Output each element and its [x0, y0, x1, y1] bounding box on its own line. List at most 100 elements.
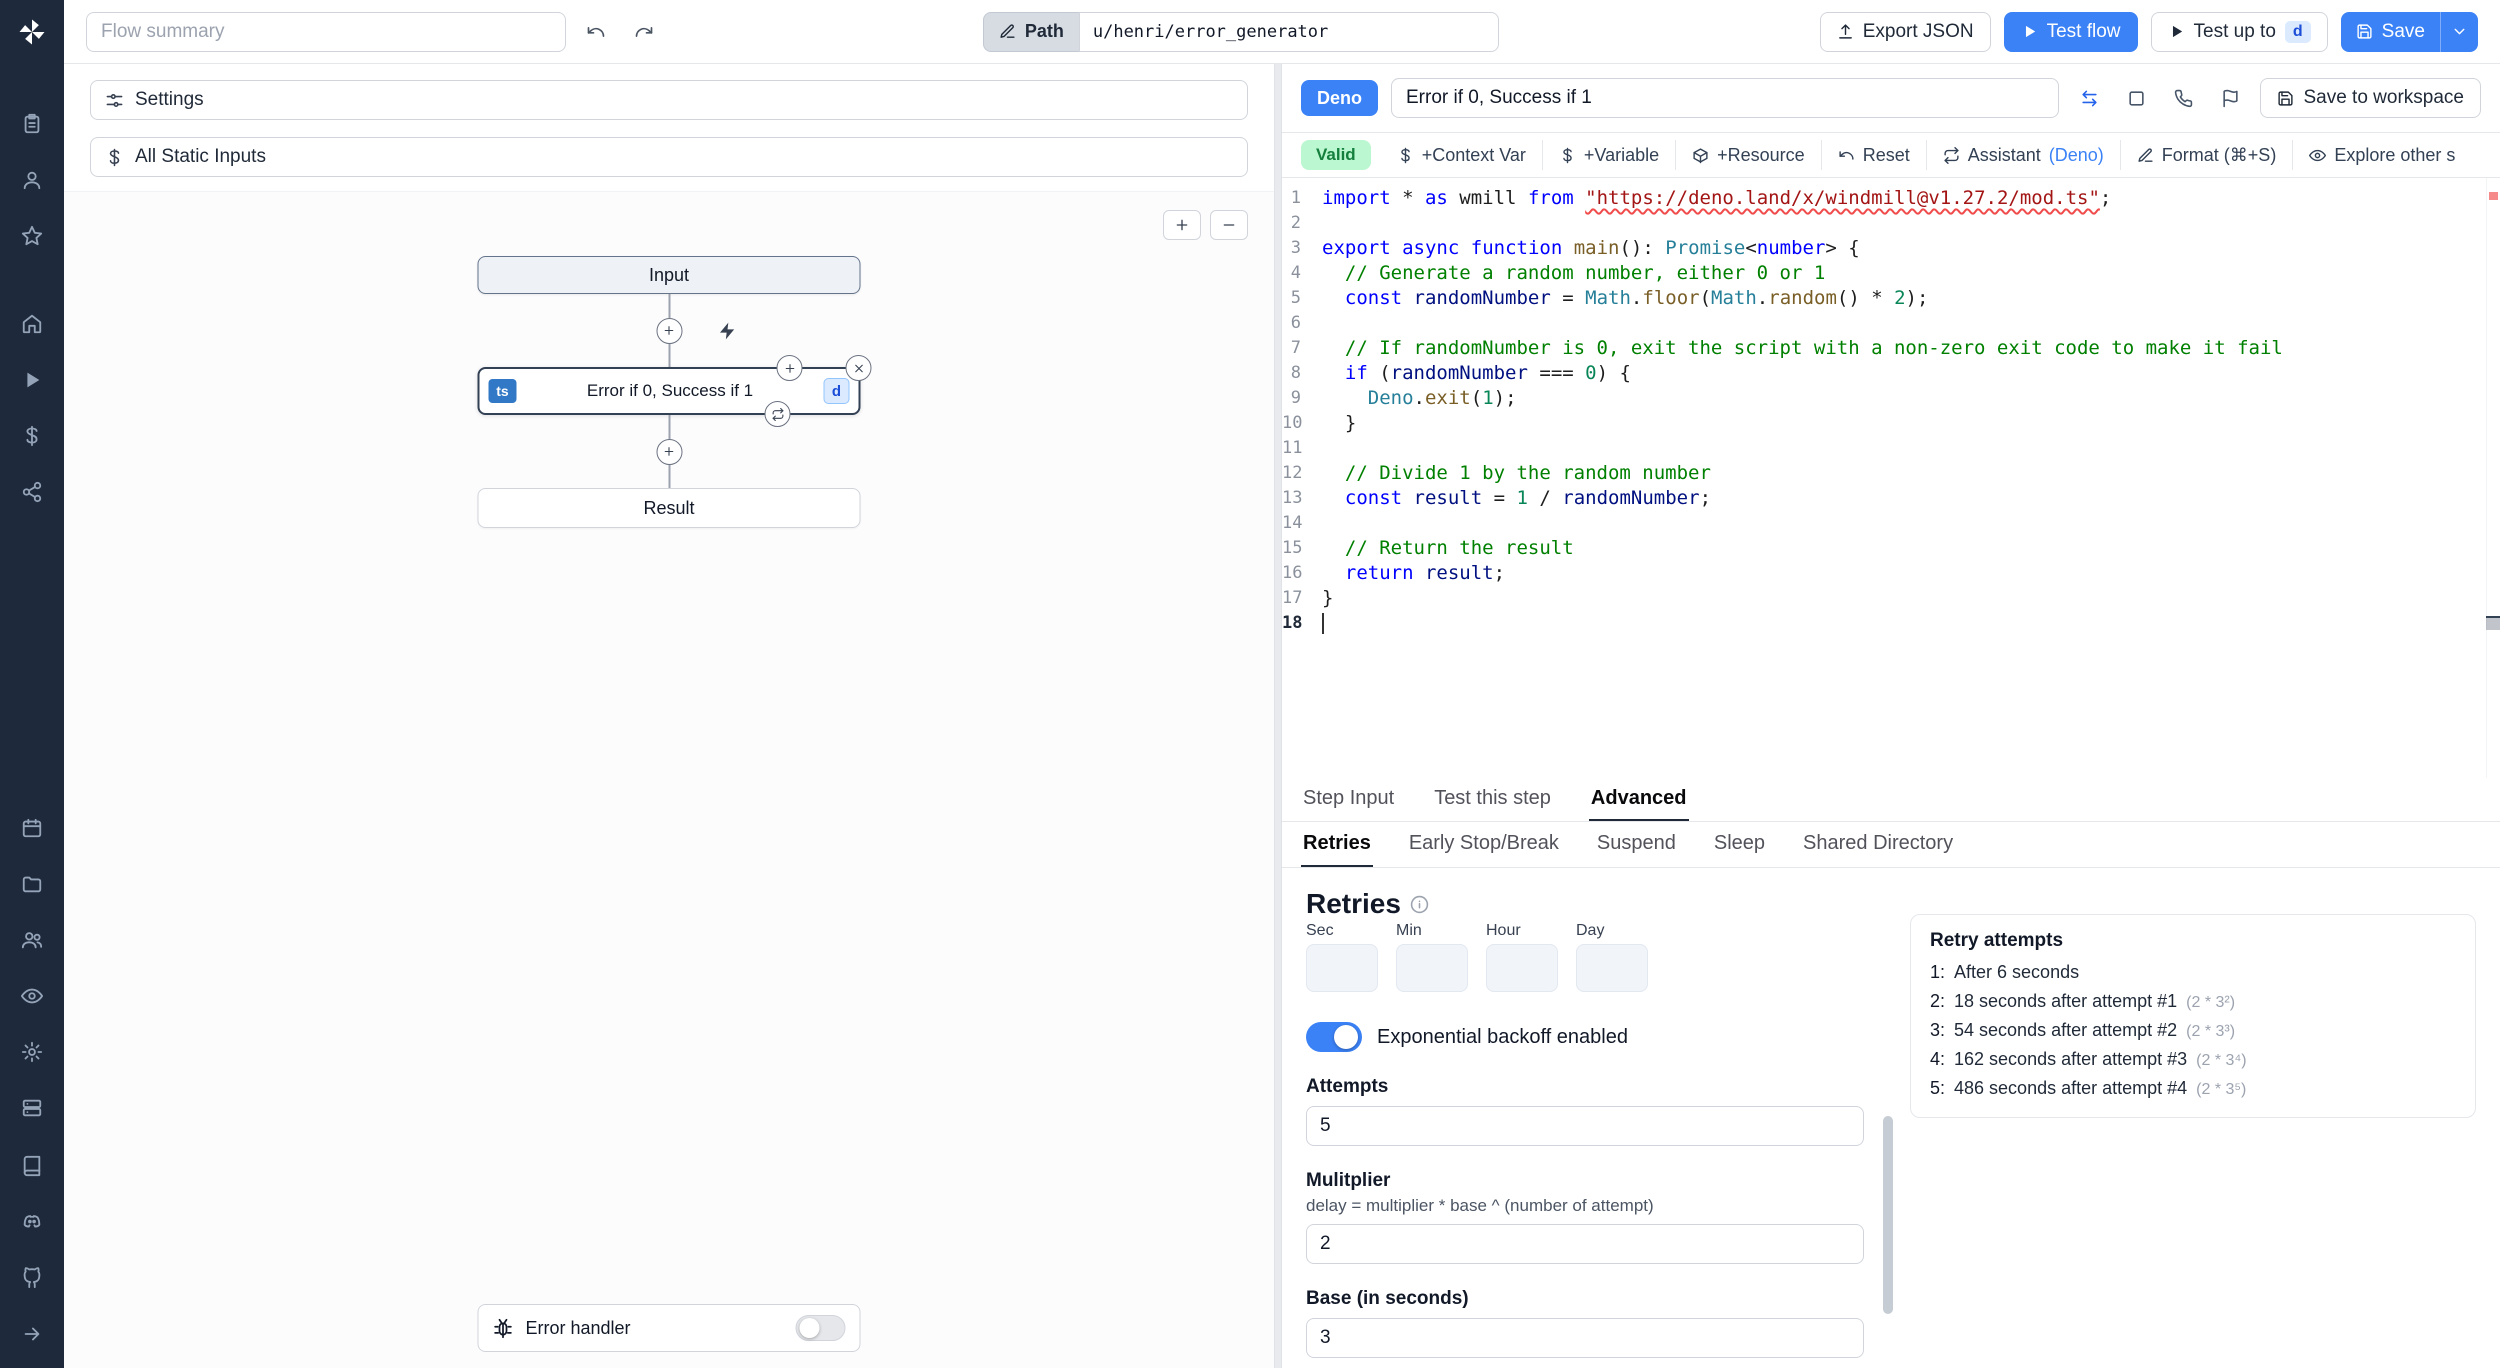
- cron-input-day[interactable]: [1576, 944, 1648, 992]
- delete-step-button[interactable]: [845, 355, 872, 381]
- subtab-early-stop-break[interactable]: Early Stop/Break: [1407, 822, 1561, 867]
- retries-scrollbar[interactable]: [1883, 1116, 1893, 1314]
- trigger-zap-button[interactable]: [715, 319, 739, 343]
- code-line-16[interactable]: 16 return result;: [1282, 561, 2500, 586]
- error-handler-box[interactable]: Error handler: [477, 1304, 861, 1352]
- flow-summary-input[interactable]: [86, 11, 566, 52]
- cron-input-hour[interactable]: [1486, 944, 1558, 992]
- toolbar-assistant[interactable]: Assistant (Deno): [1925, 140, 2120, 170]
- sidebar-item-users[interactable]: [12, 922, 52, 958]
- zoom-out-button[interactable]: [1210, 210, 1248, 240]
- code-line-14[interactable]: 14: [1282, 511, 2500, 536]
- subtab-suspend[interactable]: Suspend: [1595, 822, 1678, 867]
- save-to-workspace-button[interactable]: Save to workspace: [2260, 78, 2481, 118]
- export-json-button[interactable]: Export JSON: [1819, 11, 1991, 52]
- sidebar-item-workers[interactable]: [12, 1090, 52, 1126]
- path-input[interactable]: [1078, 11, 1499, 52]
- toolbar-resource[interactable]: +Resource: [1675, 140, 1821, 170]
- code-line-2[interactable]: 2: [1282, 211, 2500, 236]
- expand-sidebar-button[interactable]: [12, 1316, 52, 1352]
- sidebar-item-play[interactable]: [12, 362, 52, 398]
- topbar-actions: Export JSON Test flow Test up to d Save: [1819, 11, 2478, 52]
- subtab-retries[interactable]: Retries: [1301, 822, 1373, 867]
- sidebar-item-gear[interactable]: [12, 1034, 52, 1070]
- insert-step-button[interactable]: [656, 438, 682, 465]
- toolbar-reset[interactable]: Reset: [1820, 140, 1926, 170]
- code-line-8[interactable]: 8 if (randomNumber === 0) {: [1282, 361, 2500, 386]
- code-line-17[interactable]: 17}: [1282, 586, 2500, 611]
- cron-input-min[interactable]: [1396, 944, 1468, 992]
- insert-step-button[interactable]: [656, 317, 682, 344]
- code-line-13[interactable]: 13 const result = 1 / randomNumber;: [1282, 486, 2500, 511]
- sidebar-group-4: [0, 1148, 64, 1296]
- test-up-to-button[interactable]: Test up to d: [2150, 11, 2328, 52]
- exponential-backoff-toggle[interactable]: [1306, 1022, 1362, 1052]
- tab-test-this-step[interactable]: Test this step: [1432, 778, 1553, 821]
- sidebar-item-discord[interactable]: [12, 1204, 52, 1240]
- sidebar-item-calendar[interactable]: [12, 810, 52, 846]
- sidebar-item-flows[interactable]: [12, 474, 52, 510]
- all-static-inputs-box[interactable]: All Static Inputs: [90, 137, 1248, 177]
- sidebar-item-dollar[interactable]: [12, 418, 52, 454]
- sidebar-item-github[interactable]: [12, 1260, 52, 1296]
- toolbar-explore-other-s[interactable]: Explore other s: [2292, 140, 2471, 170]
- code-line-5[interactable]: 5 const randomNumber = Math.floor(Math.r…: [1282, 286, 2500, 311]
- settings-box[interactable]: Settings: [90, 80, 1248, 120]
- swap-arrows-button[interactable]: [2072, 81, 2106, 115]
- subtab-shared-directory[interactable]: Shared Directory: [1801, 822, 1955, 867]
- tab-advanced[interactable]: Advanced: [1588, 778, 1689, 821]
- sidebar-item-clipboard-list[interactable]: [12, 106, 52, 142]
- fullscreen-button[interactable]: [2119, 81, 2153, 115]
- flow-canvas[interactable]: Input ts Error if 0, Success if 1 d: [64, 191, 1274, 1368]
- code-line-7[interactable]: 7 // If randomNumber is 0, exit the scri…: [1282, 336, 2500, 361]
- bottom-tabs: Step Input Test this step Advanced: [1282, 778, 2500, 822]
- code-line-11[interactable]: 11: [1282, 436, 2500, 461]
- path-chip[interactable]: Path: [982, 11, 1079, 52]
- sidebar-item-eye[interactable]: [12, 978, 52, 1014]
- undo-button[interactable]: [578, 14, 614, 50]
- topbar: Path Export JSON Test flow Test up to d: [64, 0, 2500, 64]
- sidebar-item-book[interactable]: [12, 1148, 52, 1184]
- step-name-input[interactable]: [1391, 78, 2060, 118]
- base-input[interactable]: [1306, 1318, 1864, 1358]
- error-handler-toggle[interactable]: [795, 1315, 846, 1341]
- toolbar-variable[interactable]: +Variable: [1541, 140, 1675, 170]
- sidebar-item-folder[interactable]: [12, 866, 52, 902]
- code-line-9[interactable]: 9 Deno.exit(1);: [1282, 386, 2500, 411]
- overview-ruler[interactable]: [2486, 178, 2500, 778]
- webhook-button[interactable]: [2166, 81, 2200, 115]
- toolbar-format-s[interactable]: Format (⌘+S): [2119, 140, 2293, 170]
- panel-resizer[interactable]: [1274, 64, 1282, 1368]
- code-line-15[interactable]: 15 // Return the result: [1282, 536, 2500, 561]
- code-line-10[interactable]: 10 }: [1282, 411, 2500, 436]
- toolbar-context-var[interactable]: +Context Var: [1381, 140, 1542, 170]
- attempts-input[interactable]: [1306, 1106, 1864, 1146]
- input-node[interactable]: Input: [477, 256, 861, 294]
- cron-input-sec[interactable]: [1306, 944, 1378, 992]
- sidebar-item-home[interactable]: [12, 306, 52, 342]
- sidebar-item-star[interactable]: [12, 218, 52, 254]
- redo-button[interactable]: [626, 14, 662, 50]
- save-dropdown-button[interactable]: [2439, 11, 2478, 52]
- sidebar-item-user[interactable]: [12, 162, 52, 198]
- multiplier-input[interactable]: [1306, 1224, 1864, 1264]
- loop-step-button[interactable]: [764, 401, 791, 427]
- tab-step-input[interactable]: Step Input: [1301, 778, 1396, 821]
- code-line-4[interactable]: 4 // Generate a random number, either 0 …: [1282, 261, 2500, 286]
- result-node[interactable]: Result: [477, 488, 861, 528]
- test-flow-button[interactable]: Test flow: [2003, 11, 2138, 52]
- windmill-logo[interactable]: [14, 14, 50, 50]
- code-line-12[interactable]: 12 // Divide 1 by the random number: [1282, 461, 2500, 486]
- step-node[interactable]: ts Error if 0, Success if 1 d: [477, 355, 872, 427]
- info-icon[interactable]: [1410, 895, 1429, 914]
- code-line-18[interactable]: 18: [1282, 611, 2500, 636]
- subtab-sleep[interactable]: Sleep: [1712, 822, 1767, 867]
- code-line-6[interactable]: 6: [1282, 311, 2500, 336]
- zoom-in-button[interactable]: [1163, 210, 1201, 240]
- save-button[interactable]: Save: [2340, 11, 2440, 52]
- flag-button[interactable]: [2213, 81, 2247, 115]
- add-branch-button[interactable]: [776, 355, 803, 381]
